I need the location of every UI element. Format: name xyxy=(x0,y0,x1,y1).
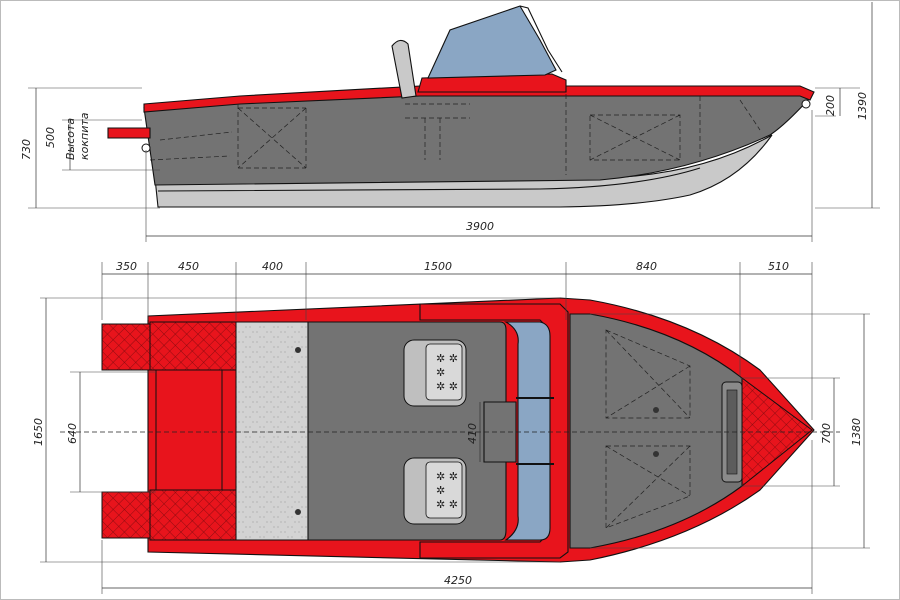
top-view: ✲ ✲✲✲ ✲ ✲ ✲✲✲ ✲ 350 450 400 1500 840 510… xyxy=(32,260,870,594)
dim-seg6: 510 xyxy=(768,260,789,273)
transom-deck-bottom xyxy=(149,489,237,541)
side-view: 730 500 Высота кокпита 200 1390 3900 xyxy=(20,0,880,242)
seat-bottom: ✲ ✲✲✲ ✲ xyxy=(403,457,467,525)
dim-seg3: 400 xyxy=(262,260,283,273)
transom-handle xyxy=(107,127,151,139)
dim-bow-inner: 700 xyxy=(820,423,833,444)
dim-seg1: 350 xyxy=(116,260,137,273)
seat-top: ✲ ✲✲✲ ✲ xyxy=(403,339,467,407)
swim-platform-bottom xyxy=(101,491,151,539)
hull-side-panel xyxy=(143,87,809,186)
swim-platform-top xyxy=(101,323,151,371)
dim-seg4: 1500 xyxy=(424,260,452,273)
transom-centre xyxy=(155,369,223,491)
dim-seg2: 450 xyxy=(178,260,199,273)
seat-back xyxy=(391,39,417,99)
dim-overall-height: 730 xyxy=(20,139,33,160)
svg-text:✲ ✲: ✲ ✲ xyxy=(436,380,458,393)
svg-text:✲: ✲ xyxy=(436,366,445,379)
transom-deck-top xyxy=(149,321,237,371)
dim-bow-beam: 1380 xyxy=(850,418,863,446)
svg-text:✲ ✲: ✲ ✲ xyxy=(436,470,458,483)
windscreen xyxy=(427,5,557,79)
dim-beam: 1650 xyxy=(32,418,45,446)
svg-text:✲ ✲: ✲ ✲ xyxy=(436,352,458,365)
dim-total-height: 1390 xyxy=(856,92,869,120)
dim-freeboard-bow: 200 xyxy=(824,95,837,116)
windscreen-top xyxy=(503,321,551,541)
dim-transom-inner: 640 xyxy=(66,423,79,444)
dim-cockpit-height: 500 xyxy=(44,127,57,148)
svg-text:✲ ✲: ✲ ✲ xyxy=(436,498,458,511)
gunwale-red-strip xyxy=(143,85,815,113)
console-wrap xyxy=(419,303,569,559)
cockpit-label-line1: Высота xyxy=(64,118,77,160)
dim-passage: 410 xyxy=(466,423,479,444)
dim-side-length: 3900 xyxy=(466,220,494,233)
console-base xyxy=(417,73,567,93)
dim-seg5: 840 xyxy=(636,260,657,273)
svg-text:✲: ✲ xyxy=(436,484,445,497)
cockpit-label-line2: кокпита xyxy=(78,112,91,160)
rear-floor-planks xyxy=(235,321,309,541)
dim-overall-length: 4250 xyxy=(444,574,472,587)
hull-bottom-band xyxy=(154,134,773,208)
